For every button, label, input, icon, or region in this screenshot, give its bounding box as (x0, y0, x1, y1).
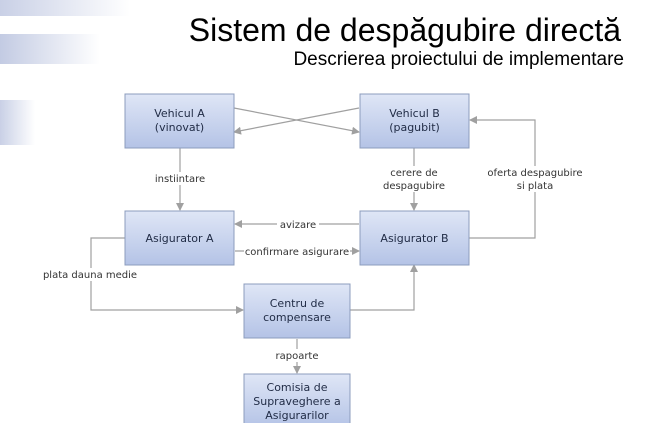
node-asigurator-a-label: Asigurator A (145, 232, 214, 245)
node-vehicul-b-line2: (pagubit) (389, 121, 440, 134)
edge-label-instiintare: instiintare (155, 174, 205, 185)
decor-stripe-1 (0, 0, 130, 16)
node-comisia-line3: Asigurarilor (265, 409, 329, 422)
node-vehicul-a: Vehicul A (vinovat) (124, 93, 235, 149)
page-subtitle: Descrierea proiectului de implementare (293, 49, 624, 70)
node-comisia-line2: Supraveghere a (253, 395, 340, 408)
decor-stripe-3 (0, 100, 35, 145)
node-asigurator-a: Asigurator A (124, 210, 235, 266)
edge-label-plata: plata dauna medie (43, 270, 137, 281)
node-vehicul-a-line1: Vehicul A (154, 107, 205, 120)
node-vehicul-a-line2: (vinovat) (155, 121, 204, 134)
node-comisia-supraveghere: Comisia de Supraveghere a Asigurarilor (243, 373, 351, 423)
decor-stripe-2 (0, 34, 100, 64)
edge-label-oferta-line1: oferta despagubire (487, 168, 582, 179)
edge-label-cerere-line2: despagubire (383, 181, 445, 192)
node-vehicul-b-line1: Vehicul B (389, 107, 440, 120)
edge-label-cerere-line1: cerere de (390, 168, 437, 179)
page-title: Sistem de despăgubire directă (188, 12, 621, 48)
node-centru-line2: compensare (263, 311, 331, 324)
node-centru-line1: Centru de (270, 297, 325, 310)
edge-label-rapoarte: rapoarte (275, 351, 318, 362)
edge-centru-asb (350, 264, 418, 311)
edge-label-avizare: avizare (280, 220, 316, 231)
edge-labels: instiintare cerere de despagubire oferta… (42, 166, 584, 362)
node-asigurator-b-label: Asigurator B (380, 232, 448, 245)
node-comisia-line1: Comisia de (267, 381, 328, 394)
edge-vb-va-cross (233, 107, 360, 135)
edge-label-oferta-line2: si plata (517, 181, 553, 192)
node-asigurator-b: Asigurator B (359, 210, 470, 266)
node-centru-compensare: Centru de compensare (243, 283, 351, 339)
node-vehicul-b: Vehicul B (pagubit) (359, 93, 470, 149)
edge-label-confirmare: confirmare asigurare (245, 247, 349, 258)
